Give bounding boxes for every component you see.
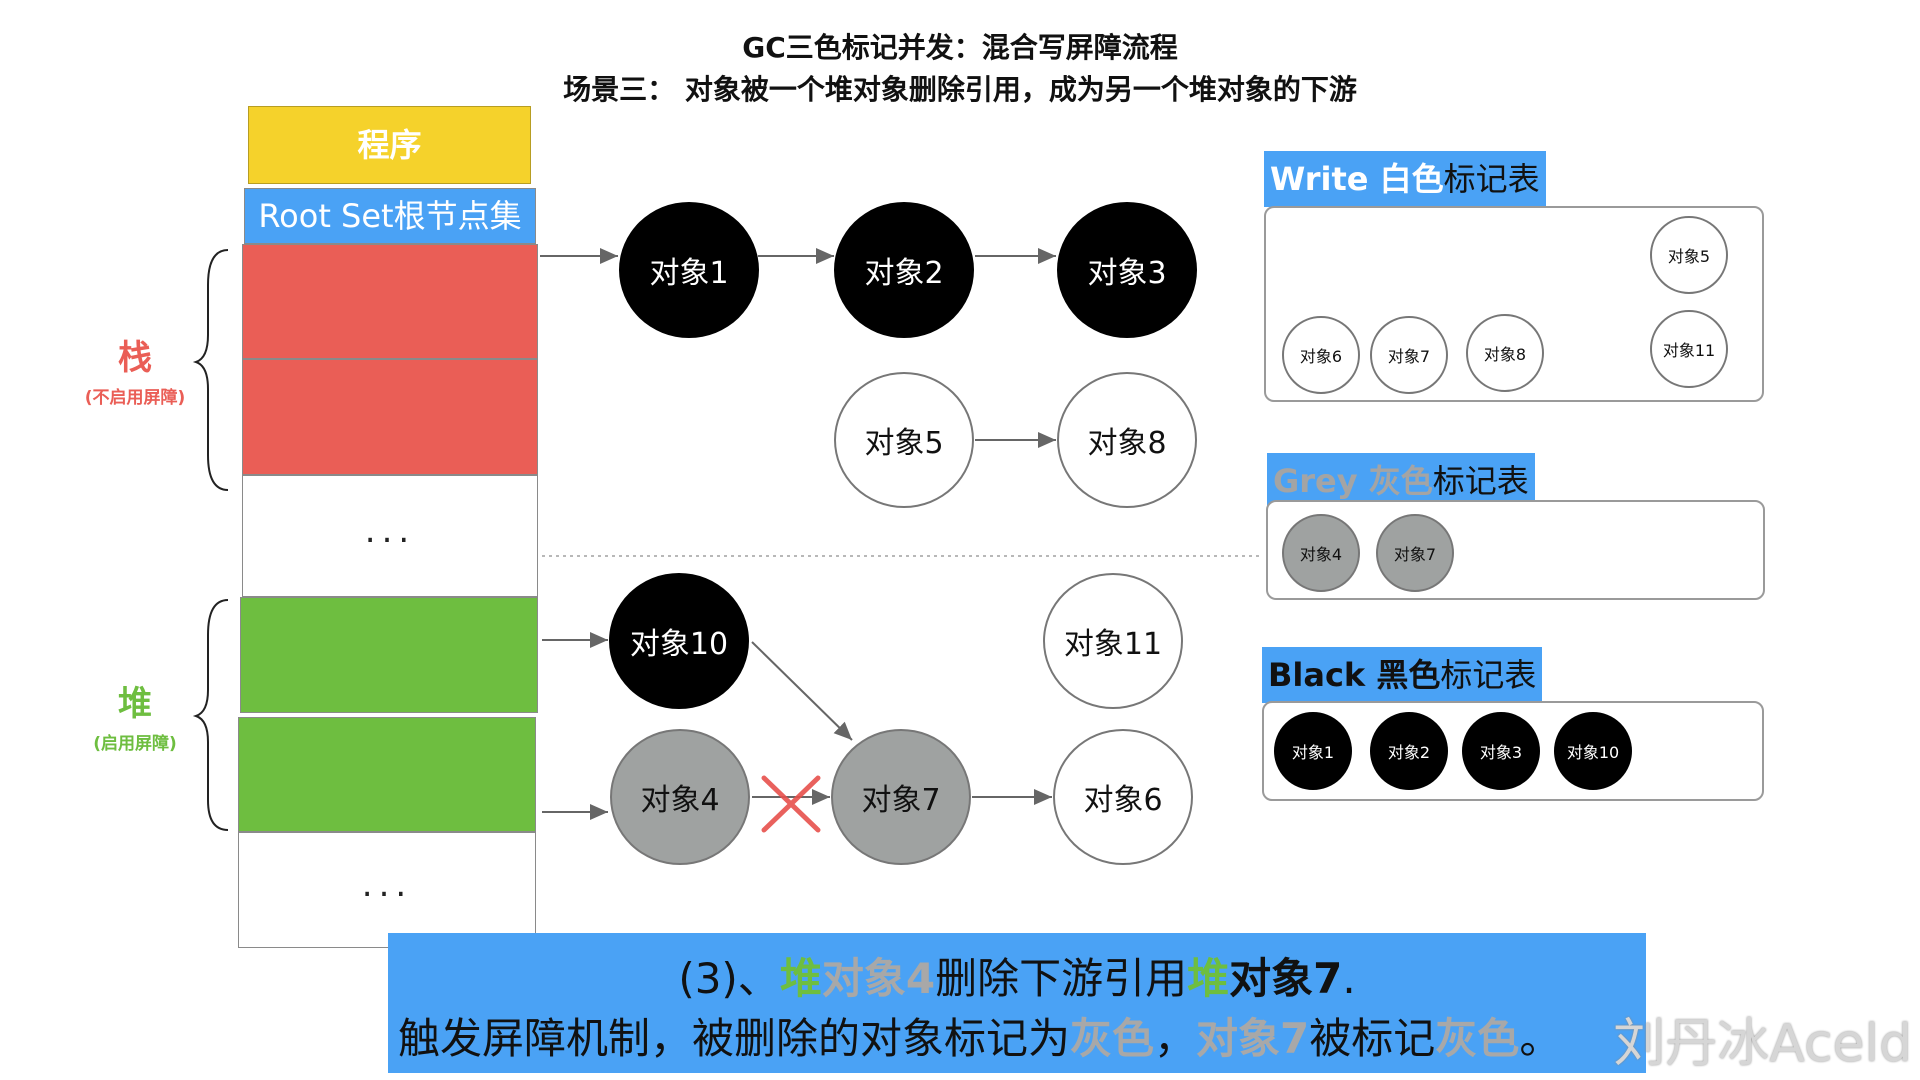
black-item-obj2: 对象2 (1370, 712, 1448, 790)
node-obj8: 对象8 (1057, 372, 1197, 508)
caption-l2-prefix: 触发屏障机制，被删除的对象标记为 (398, 1014, 1071, 1063)
heap-sublabel: (启用屏障) (93, 734, 177, 754)
node-obj1: 对象1 (619, 202, 759, 338)
caption-box: (3)、堆对象4删除下游引用堆对象7. 触发屏障机制，被删除的对象标记为灰色，对… (388, 933, 1646, 1073)
caption-l1-obj7: 对象7 (1229, 954, 1343, 1003)
caption-l1-obj4: 对象4 (821, 954, 936, 1003)
author-watermark: 刘丹冰Aceld (1613, 1014, 1912, 1074)
grey-table-tag-cn: 灰色 (1368, 462, 1433, 500)
black-table-tag: Black 黑色标记表 (1262, 647, 1543, 703)
caption-l2-grey-b: 灰色 (1435, 1014, 1520, 1063)
stack-ellipsis: ... (242, 475, 538, 597)
grey-table-tag-en: Grey (1273, 462, 1358, 500)
caption-line-2: 触发屏障机制，被删除的对象标记为灰色，对象7被标记灰色。 (398, 1005, 1656, 1066)
caption-l2-grey-a: 灰色 (1070, 1014, 1155, 1063)
black-item-obj10: 对象10 (1554, 712, 1632, 790)
node-obj11: 对象11 (1043, 573, 1183, 709)
caption-l2-comma: ， (1154, 1014, 1197, 1063)
white-item-obj8: 对象8 (1466, 314, 1544, 392)
stack-brace (192, 249, 229, 491)
caption-l1-end: . (1342, 954, 1356, 1003)
black-table-tag-suffix: 标记表 (1440, 656, 1537, 694)
node-obj10: 对象10 (609, 573, 749, 709)
black-table-tag-en: Black (1268, 656, 1366, 694)
diagram-subtitle: 场景三： 对象被一个堆对象删除引用，成为另一个堆对象的下游 (563, 73, 1357, 106)
node-obj5: 对象5 (834, 372, 974, 508)
node-obj2: 对象2 (834, 202, 974, 338)
white-table-tag-en: Write (1270, 160, 1369, 198)
node-obj6: 对象6 (1053, 729, 1193, 865)
diagram-title: GC三色标记并发：混合写屏障流程 (742, 31, 1178, 64)
node-obj4: 对象4 (610, 729, 750, 865)
node-obj3: 对象3 (1057, 202, 1197, 338)
caption-l1-mid: 删除下游引用 (935, 954, 1188, 1003)
program-box: 程序 (248, 106, 531, 184)
white-item-obj7: 对象7 (1370, 316, 1448, 394)
white-item-obj6: 对象6 (1282, 316, 1360, 394)
caption-l2-end: 。 (1519, 1014, 1562, 1063)
stack-label-group: 栈 (不启用屏障) (70, 330, 200, 408)
delete-cross-icon (761, 775, 821, 833)
white-item-obj5: 对象5 (1650, 216, 1728, 294)
caption-line-1: (3)、堆对象4删除下游引用堆对象7. (388, 945, 1646, 1006)
heap-slot-1 (240, 597, 538, 713)
stack-slot-2 (242, 359, 538, 475)
caption-l2-mid: 被标记 (1309, 1014, 1436, 1063)
white-table-tag-suffix: 标记表 (1443, 160, 1540, 198)
heap-brace (192, 599, 229, 831)
stack-label: 栈 (118, 338, 152, 378)
caption-l1-prefix: (3)、 (678, 954, 780, 1003)
stack-sublabel: (不启用屏障) (84, 388, 186, 408)
white-item-obj11: 对象11 (1650, 310, 1728, 388)
edge-obj10-obj7 (751, 641, 853, 741)
stack-slot-1 (242, 244, 538, 359)
caption-l2-obj7: 对象7 (1196, 1014, 1310, 1063)
caption-l1-heap-a: 堆 (779, 954, 822, 1003)
white-table-tag: Write 白色标记表 (1264, 151, 1546, 207)
heap-label: 堆 (118, 684, 152, 724)
grey-table-tag: Grey 灰色标记表 (1267, 453, 1535, 509)
caption-l1-heap-b: 堆 (1187, 954, 1230, 1003)
grey-item-obj4: 对象4 (1282, 514, 1360, 592)
grey-item-obj7: 对象7 (1376, 514, 1454, 592)
node-obj7: 对象7 (831, 729, 971, 865)
heap-slot-2 (238, 717, 536, 832)
white-table-tag-cn: 白色 (1379, 160, 1444, 198)
black-table-tag-cn: 黑色 (1376, 656, 1441, 694)
heap-ellipsis: ... (238, 832, 536, 948)
black-item-obj1: 对象1 (1274, 712, 1352, 790)
black-item-obj3: 对象3 (1462, 712, 1540, 790)
grey-table-tag-suffix: 标记表 (1432, 462, 1529, 500)
heap-label-group: 堆 (启用屏障) (70, 676, 200, 754)
